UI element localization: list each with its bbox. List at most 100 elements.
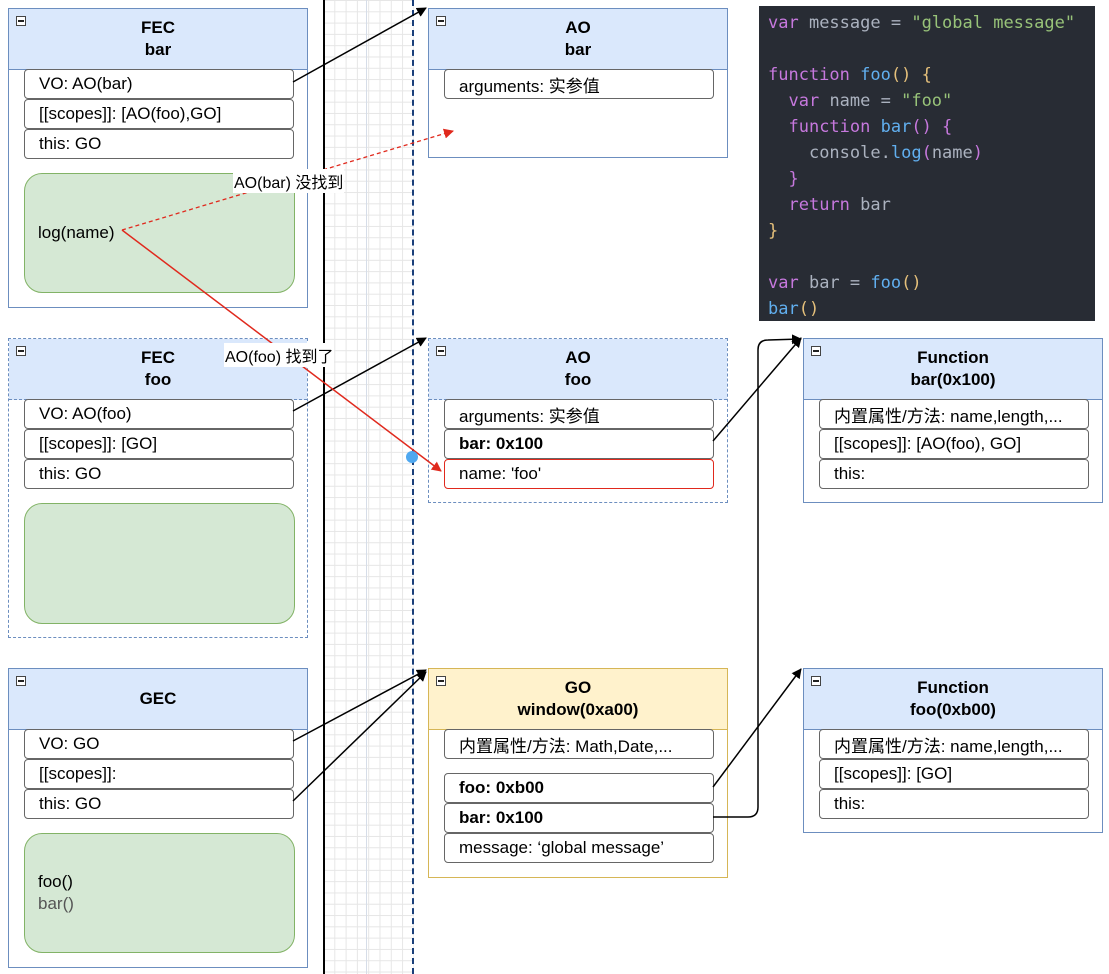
code-token: bar = (798, 273, 871, 293)
code-line: function foo() { (768, 62, 1095, 88)
code-token (850, 65, 860, 85)
code-token: } (788, 169, 799, 189)
code-token: function (768, 65, 850, 85)
fec-bar-code-text: log(name) (38, 223, 115, 242)
code-token: "foo" (901, 91, 953, 111)
fec-bar-subtitle: bar (144, 40, 172, 59)
gec-code-block[interactable] (24, 833, 295, 953)
ao-bar-box[interactable]: AO bar arguments: 实参值 (428, 8, 728, 158)
function-bar-this-row[interactable]: this: (819, 459, 1089, 489)
gec-code-line-foo: foo() (38, 872, 73, 891)
ao-foo-box[interactable]: AO foo arguments: 实参值 bar: 0x100 name: '… (428, 338, 728, 503)
code-token: var (788, 91, 820, 111)
code-token: foo (860, 65, 891, 85)
go-foo-row[interactable]: foo: 0xb00 (444, 773, 714, 803)
code-token: return (788, 195, 850, 215)
function-foo-subtitle: foo(0xb00) (910, 700, 996, 719)
function-foo-builtins-row[interactable]: 内置属性/方法: name,length,... (819, 729, 1089, 759)
function-bar-header: Function bar(0x100) (804, 339, 1102, 400)
gec-code-line-bar: bar() (38, 894, 74, 913)
code-line (768, 36, 1095, 62)
collapse-icon[interactable] (16, 16, 26, 26)
function-foo-box[interactable]: Function foo(0xb00) 内置属性/方法: name,length… (803, 668, 1103, 833)
canvas-grid (323, 0, 414, 974)
code-line: function bar() { (768, 114, 1095, 140)
fec-foo-vo-row[interactable]: VO: AO(foo) (24, 399, 294, 429)
label-found: AO(foo) 找到了 (224, 343, 335, 367)
code-token: bar (880, 117, 912, 137)
function-bar-subtitle: bar(0x100) (910, 370, 996, 389)
code-token: function (788, 117, 871, 137)
code-token: name (931, 143, 973, 163)
collapse-icon[interactable] (811, 346, 821, 356)
ao-bar-arguments-row[interactable]: arguments: 实参值 (444, 69, 714, 99)
code-token: bar (849, 195, 891, 215)
code-line: bar() (768, 296, 1095, 322)
collapse-icon[interactable] (16, 676, 26, 686)
ao-foo-name-row[interactable]: name: 'foo' (444, 459, 714, 489)
fec-bar-this-row[interactable]: this: GO (24, 129, 294, 159)
fec-bar-header: FEC bar (9, 9, 307, 70)
ao-bar-subtitle: bar (564, 40, 592, 59)
fec-foo-scopes-row[interactable]: [[scopes]]: [GO] (24, 429, 294, 459)
function-foo-scopes-row[interactable]: [[scopes]]: [GO] (819, 759, 1089, 789)
code-line: var message = "global message" (768, 10, 1095, 36)
fec-bar-scopes-row[interactable]: [[scopes]]: [AO(foo),GO] (24, 99, 294, 129)
go-message-row[interactable]: message: ‘global message’ (444, 833, 714, 863)
gec-box[interactable]: GEC VO: GO [[scopes]]: this: GO foo() ba… (8, 668, 308, 968)
label-not-found: AO(bar) 没找到 (233, 169, 345, 193)
collapse-icon[interactable] (16, 346, 26, 356)
fec-foo-this-row[interactable]: this: GO (24, 459, 294, 489)
code-token (870, 117, 880, 137)
go-bar-row[interactable]: bar: 0x100 (444, 803, 714, 833)
function-foo-header: Function foo(0xb00) (804, 669, 1102, 730)
collapse-icon[interactable] (436, 346, 446, 356)
code-token: console. (808, 143, 891, 163)
code-token: log (890, 143, 922, 163)
code-line: var name = "foo" (768, 88, 1095, 114)
code-token: ) (972, 143, 984, 163)
function-foo-title: Function (917, 678, 989, 697)
function-foo-this-row[interactable]: this: (819, 789, 1089, 819)
function-bar-box[interactable]: Function bar(0x100) 内置属性/方法: name,length… (803, 338, 1103, 503)
heap-boundary-line (412, 0, 414, 974)
collapse-icon[interactable] (811, 676, 821, 686)
ao-foo-subtitle: foo (564, 370, 592, 389)
code-token (768, 169, 788, 189)
code-line: var bar = foo() (768, 270, 1095, 296)
code-token: } (768, 221, 779, 241)
ao-bar-header: AO bar (429, 9, 727, 70)
collapse-icon[interactable] (436, 676, 446, 686)
code-token: "global message" (911, 13, 1076, 33)
collapse-icon[interactable] (436, 16, 446, 26)
ao-foo-title: AO (565, 348, 591, 367)
function-bar-builtins-row[interactable]: 内置属性/方法: name,length,... (819, 399, 1089, 429)
fec-bar-vo-row[interactable]: VO: AO(bar) (24, 69, 294, 99)
go-builtins-row[interactable]: 内置属性/方法: Math,Date,... (444, 729, 714, 759)
go-box[interactable]: GO window(0xa00) 内置属性/方法: Math,Date,... … (428, 668, 728, 878)
gec-header: GEC (9, 669, 307, 730)
go-subtitle: window(0xa00) (517, 700, 639, 719)
code-token (768, 195, 788, 215)
fec-foo-code-block[interactable] (24, 503, 295, 624)
code-panel: var message = "global message" function … (759, 6, 1095, 321)
ao-foo-arguments-row[interactable]: arguments: 实参值 (444, 399, 714, 429)
fec-foo-box[interactable]: FEC foo VO: AO(foo) [[scopes]]: [GO] thi… (8, 338, 308, 638)
code-line (768, 244, 1095, 270)
fec-bar-box[interactable]: FEC bar VO: AO(bar) [[scopes]]: [AO(foo)… (8, 8, 308, 308)
code-token: bar (768, 299, 799, 319)
gec-scopes-row[interactable]: [[scopes]]: (24, 759, 294, 789)
code-token: name = (819, 91, 902, 111)
gec-title: GEC (139, 689, 177, 708)
gec-this-row[interactable]: this: GO (24, 789, 294, 819)
code-token: () { (890, 65, 932, 85)
code-token: () (901, 273, 922, 293)
ao-bar-title: AO (565, 18, 591, 37)
stack-heap-divider (323, 0, 325, 974)
gec-vo-row[interactable]: VO: GO (24, 729, 294, 759)
function-bar-scopes-row[interactable]: [[scopes]]: [AO(foo), GO] (819, 429, 1089, 459)
code-token: = (890, 13, 912, 33)
ao-foo-header: AO foo (429, 339, 727, 400)
go-title: GO (564, 678, 592, 697)
ao-foo-bar-row[interactable]: bar: 0x100 (444, 429, 714, 459)
